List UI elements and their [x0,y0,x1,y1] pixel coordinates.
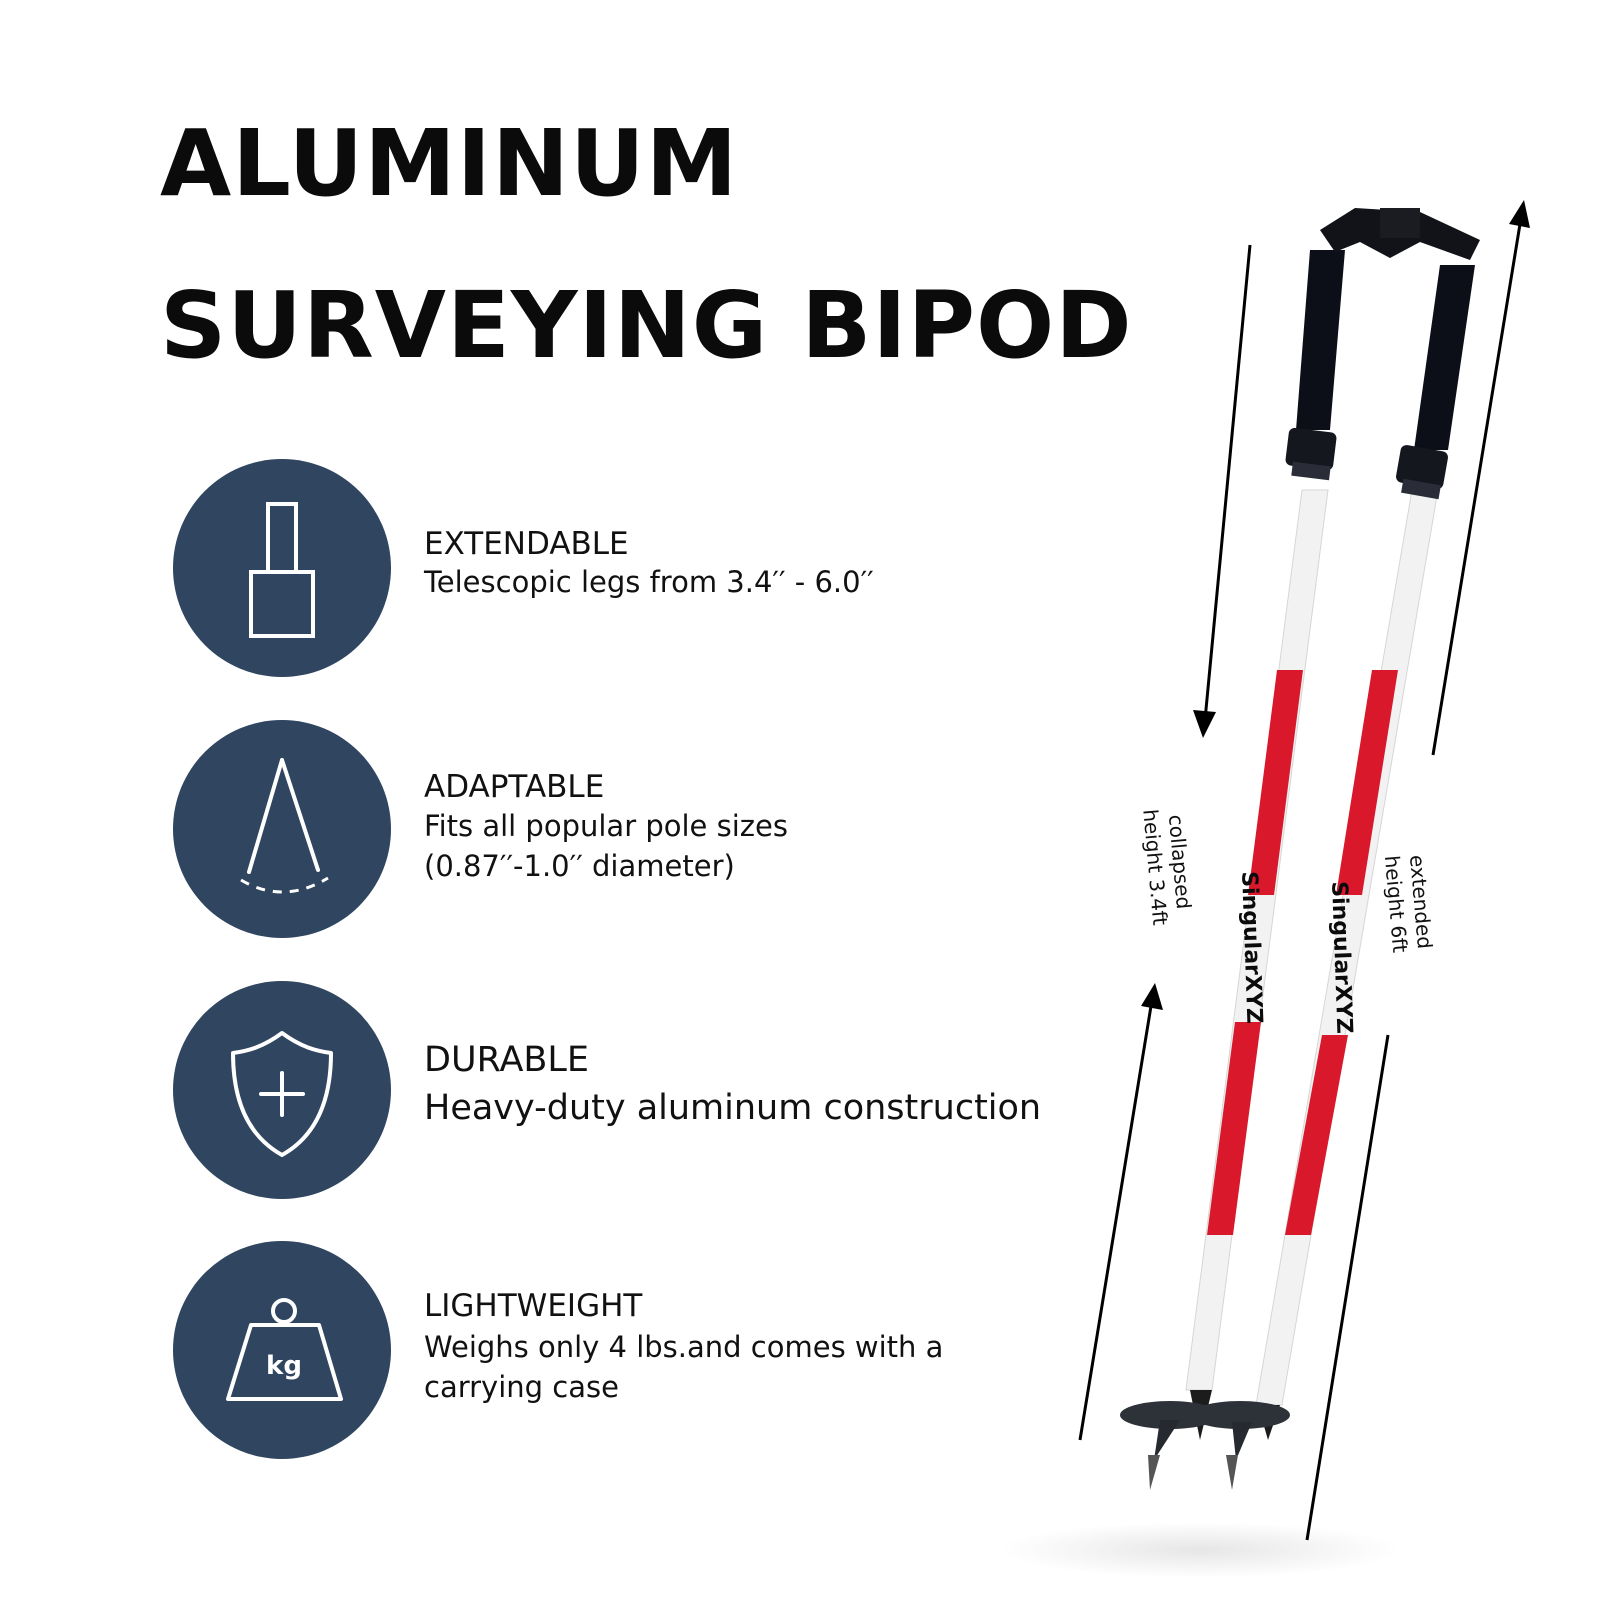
feature-heading-lightweight: LIGHTWEIGHT [424,1288,643,1324]
feature-circle-durable [173,981,391,1199]
feature-desc-lightweight-line-2: carrying case [424,1370,619,1404]
feature-heading-adaptable: ADAPTABLE [424,769,605,805]
floor-shadow [1000,1522,1400,1578]
left-leg [1120,250,1345,1490]
extended-arrow-top-head [1509,200,1530,228]
shield-plus-icon [231,1031,333,1157]
brand-label-left: SingularXYZ [1236,870,1267,1025]
collapsed-arrow-top-head [1193,710,1216,738]
feature-circle-adaptable [173,720,391,938]
collapsed-arrow-bottom [1078,999,1154,1441]
extended-arrow-top [1431,217,1523,756]
kg-weight-icon: kg [226,1298,343,1401]
kg-weight-label: kg [266,1351,302,1381]
compass-adapt-icon [240,758,329,894]
collapsed-height-label: collapsed height 3.4ft [1138,808,1197,927]
feature-circle-lightweight: kg [173,1241,391,1459]
page-title-line-1: ALUMINUM [160,110,739,217]
brand-label-right: SingularXYZ [1326,880,1357,1035]
extended-arrow-bottom [1305,1034,1390,1541]
right-leg [1190,265,1475,1490]
telescopic-leg-icon [249,502,315,638]
feature-desc-durable: Heavy-duty aluminum construction [424,1088,1042,1128]
collapsed-arrow-top [1203,244,1252,721]
collapsed-arrow-bottom-head [1141,983,1163,1010]
feature-heading-durable: DURABLE [424,1040,590,1080]
feature-circle-extendable [173,459,391,677]
feature-desc-adaptable-line-1: Fits all popular pole sizes [424,809,788,843]
extended-height-label: extended height 6ft [1379,853,1438,954]
feature-desc-extendable: Telescopic legs from 3.4′′ - 6.0′′ [424,565,874,599]
pole-clamp [1320,208,1480,260]
page-title-line-2: SURVEYING BIPOD [160,272,1133,379]
feature-desc-adaptable-line-2: (0.87′′-1.0′′ diameter) [424,849,735,883]
feature-desc-lightweight-line-1: Weighs only 4 lbs.and comes with a [424,1330,944,1364]
bipod-product-image [1000,200,1530,1578]
feature-heading-extendable: EXTENDABLE [424,526,629,562]
